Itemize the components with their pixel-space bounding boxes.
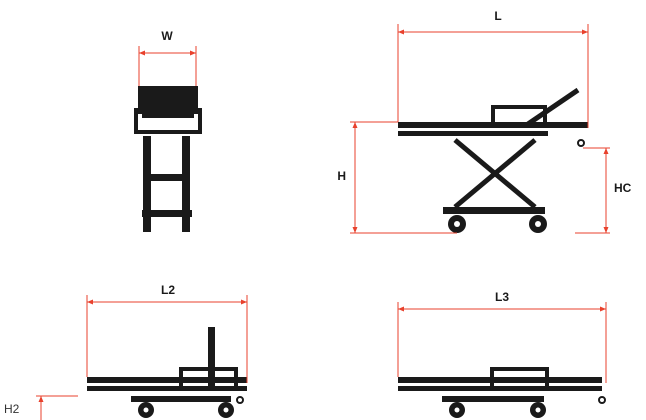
folded-deck-top: [87, 377, 247, 383]
side-deck-underside: [398, 131, 548, 136]
label-length: L: [494, 9, 501, 23]
side-front-caster: [577, 139, 585, 147]
folded-view-flat: L3: [397, 290, 607, 418]
label-height-2: H2: [4, 402, 20, 416]
front-tray-frame: [134, 108, 202, 134]
flat-deck-bottom: [398, 386, 602, 391]
label-width: W: [161, 29, 173, 43]
label-length-3: L3: [495, 290, 509, 304]
front-tray-rail: [142, 114, 194, 118]
side-backrest: [526, 87, 580, 127]
folded-deck-bottom: [87, 386, 247, 391]
front-mattress: [138, 86, 198, 114]
side-backrest-frame: [491, 105, 547, 124]
label-height: H: [337, 169, 346, 183]
flat-caster: [598, 396, 606, 404]
label-height-chassis: HC: [614, 181, 632, 195]
flat-deck-top: [398, 377, 602, 383]
front-crossbar-middle: [147, 174, 185, 181]
folded-pole: [208, 327, 215, 387]
label-length-2: L2: [161, 283, 175, 297]
front-leg-right: [182, 136, 190, 232]
front-leg-left: [143, 136, 151, 232]
folded-base: [131, 396, 231, 402]
side-scissor-arm-b: [453, 138, 537, 209]
side-view-raised: L H HC: [337, 9, 632, 234]
side-deck: [398, 122, 588, 128]
front-crossbar-bottom: [142, 210, 192, 217]
folded-view-with-pole: L2 H2: [4, 283, 248, 420]
front-view: W: [134, 29, 202, 232]
flat-base: [442, 396, 544, 402]
flat-backrest-frame: [490, 367, 549, 386]
folded-caster: [236, 396, 244, 404]
side-base: [443, 207, 545, 214]
